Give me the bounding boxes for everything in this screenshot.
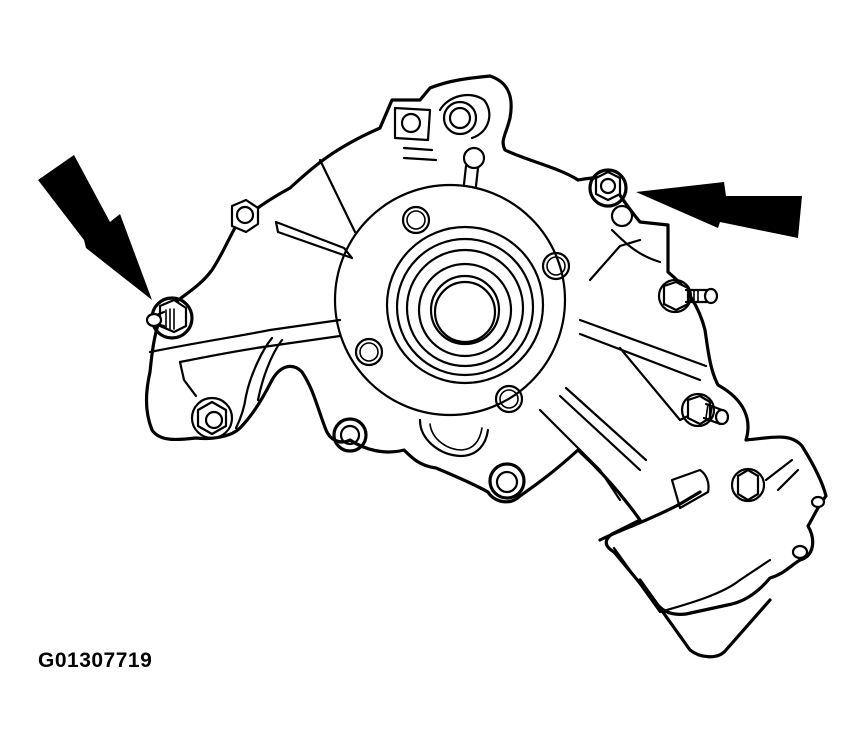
mounting-bolt-lower-left xyxy=(190,396,234,440)
figure-caption-id: G01307719 xyxy=(38,649,153,672)
pump-housing xyxy=(144,74,828,616)
outlet-neck xyxy=(598,458,826,659)
mounting-stud-left xyxy=(145,296,194,340)
mounting-bolt-bottom xyxy=(488,462,526,500)
mounting-bolt-upper-right xyxy=(588,168,634,228)
mounting-bolt-upper-left xyxy=(230,198,260,234)
pulley-hub xyxy=(333,183,571,417)
flange-hole xyxy=(494,384,524,414)
callout-arrow-right xyxy=(636,182,802,238)
callout-arrow-left xyxy=(38,155,152,300)
flange-hole xyxy=(401,205,431,235)
mounting-bolt-lower-center xyxy=(332,417,368,453)
flange-hole xyxy=(354,337,384,367)
upper-bracket xyxy=(393,93,491,188)
mounting-stud-right-upper xyxy=(657,278,719,314)
flange-hole xyxy=(541,251,571,281)
mounting-stud-right-lower xyxy=(680,392,730,428)
